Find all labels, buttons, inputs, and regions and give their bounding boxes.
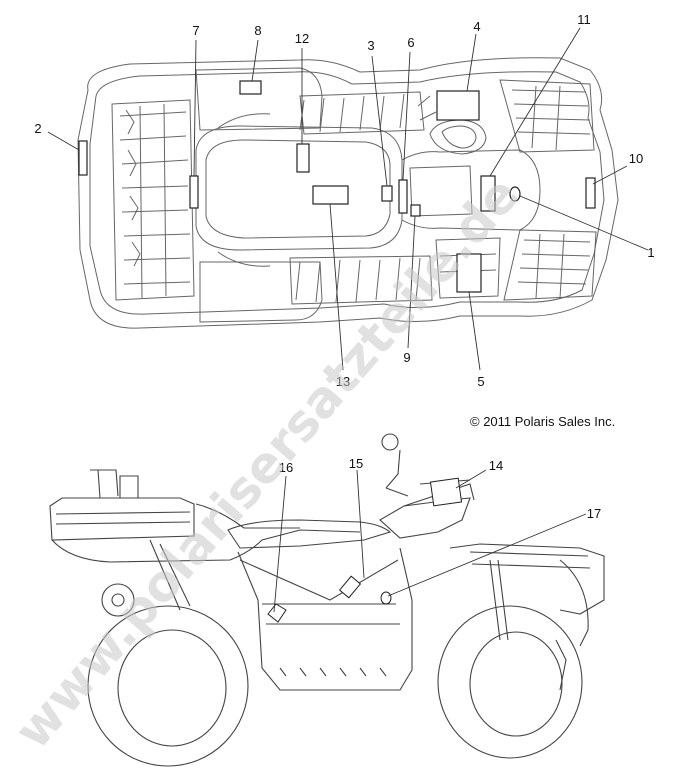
decal-2	[78, 140, 88, 176]
decal-5	[456, 253, 482, 293]
callout-9: 9	[403, 350, 410, 365]
callout-16: 16	[279, 460, 293, 475]
decal-6	[398, 179, 408, 214]
side-view-decals	[267, 477, 463, 623]
atv-side-view	[49, 433, 605, 767]
decal-9	[410, 204, 421, 217]
callout-6: 6	[407, 35, 414, 50]
decal-3	[381, 185, 393, 202]
decal-7	[189, 175, 199, 209]
callout-2: 2	[34, 121, 41, 136]
top-view-leaders	[47, 27, 649, 371]
decal-16	[267, 603, 287, 623]
callout-3: 3	[367, 38, 374, 53]
callout-10: 10	[629, 151, 643, 166]
callout-17: 17	[587, 506, 601, 521]
callout-11: 11	[577, 12, 591, 27]
callout-12: 12	[295, 31, 309, 46]
decal-8	[239, 80, 262, 95]
decal-13	[312, 185, 349, 205]
callout-5: 5	[477, 374, 484, 389]
watermark: www.polarisersatzteile.de	[3, 166, 530, 760]
decal-11	[480, 175, 496, 212]
callout-13: 13	[336, 374, 350, 389]
decal-17	[380, 591, 392, 605]
callout-4: 4	[473, 19, 480, 34]
decal-12	[296, 143, 310, 173]
decal-10	[585, 177, 596, 209]
decal-15	[338, 575, 362, 599]
callout-1: 1	[647, 245, 654, 260]
decal-4	[436, 90, 480, 121]
decal-1	[509, 186, 521, 202]
callout-14: 14	[489, 458, 503, 473]
callout-8: 8	[254, 23, 261, 38]
callout-numbers: 1 2 3 4 5 6 7 8 9 10 11 12 13 14 15 16 1…	[34, 12, 654, 521]
callout-7: 7	[192, 23, 199, 38]
top-view-decals	[78, 80, 596, 293]
callout-15: 15	[349, 456, 363, 471]
copyright-notice: © 2011 Polaris Sales Inc.	[470, 414, 615, 429]
decal-14	[429, 477, 463, 507]
side-view-leaders	[273, 469, 587, 613]
